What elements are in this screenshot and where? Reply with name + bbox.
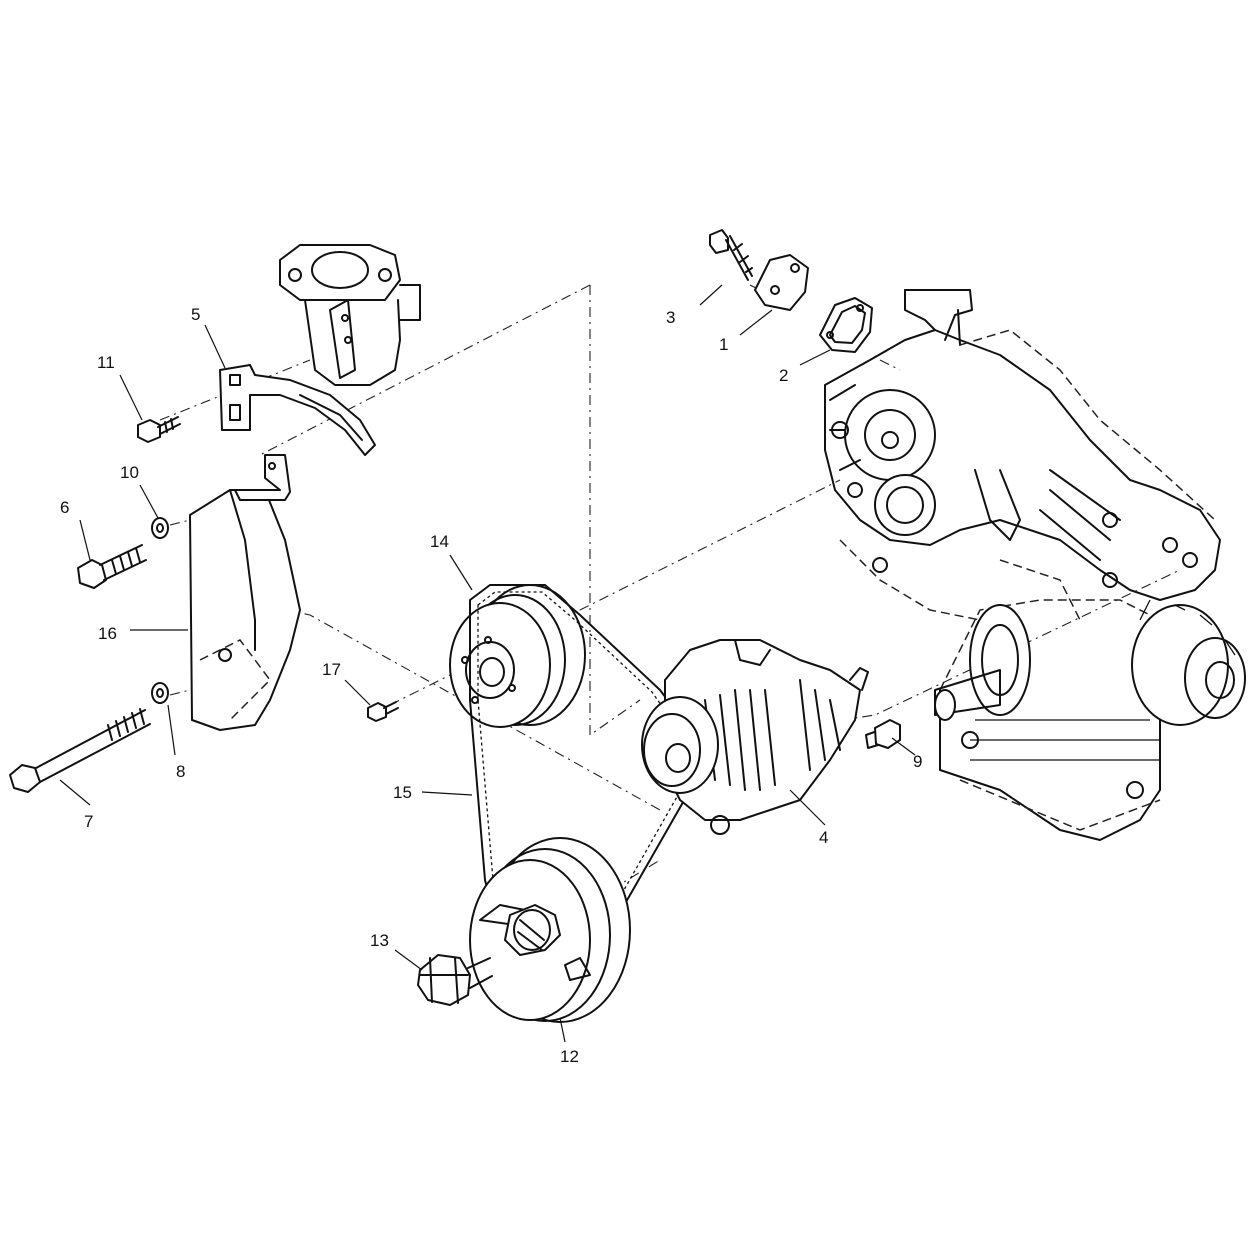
- callout-16: 16: [98, 624, 117, 643]
- part-7-long-bolt: [9, 708, 151, 793]
- leader-lines: [59, 284, 916, 1043]
- part-6-bolt: [77, 544, 147, 589]
- callout-7: 7: [84, 812, 93, 831]
- callout-3: 3: [666, 308, 675, 327]
- callout-13: 13: [370, 931, 389, 950]
- callout-10: 10: [120, 463, 139, 482]
- part-1-cover-plate: [754, 254, 809, 311]
- callout-labels: 1 2 3 4 5 6 7 8 9 10 11 12 13 14 15 16 1…: [60, 305, 922, 1066]
- callout-1: 1: [719, 335, 728, 354]
- part-5-adjuster-bracket: [219, 364, 376, 456]
- part-12-crank-pulley: [469, 837, 631, 1023]
- callout-15: 15: [393, 783, 412, 802]
- callout-11: 11: [97, 353, 115, 372]
- engine-block: [824, 289, 1246, 841]
- callout-5: 5: [191, 305, 200, 324]
- part-9-plug: [865, 719, 901, 749]
- callout-8: 8: [176, 762, 185, 781]
- part-4-alternator: [641, 639, 869, 835]
- thermostat-housing: [279, 244, 421, 386]
- callout-4: 4: [819, 828, 828, 847]
- assembly-center-lines: [159, 284, 1181, 971]
- part-13-bolt: [417, 954, 493, 1006]
- callout-12: 12: [560, 1047, 579, 1066]
- callout-6: 6: [60, 498, 69, 517]
- callout-17: 17: [322, 660, 341, 679]
- callout-14: 14: [430, 532, 449, 551]
- callout-9: 9: [913, 752, 922, 771]
- part-3-bolt: [709, 229, 753, 281]
- part-17-bolt: [367, 701, 399, 722]
- part-8-washer: [151, 682, 169, 704]
- callout-2: 2: [779, 366, 788, 385]
- part-11-bolt: [137, 416, 181, 443]
- part-2-gasket: [819, 297, 873, 353]
- part-14-pulley: [449, 584, 586, 728]
- part-10-washer: [151, 517, 169, 539]
- part-16-belt-cover: [189, 454, 301, 731]
